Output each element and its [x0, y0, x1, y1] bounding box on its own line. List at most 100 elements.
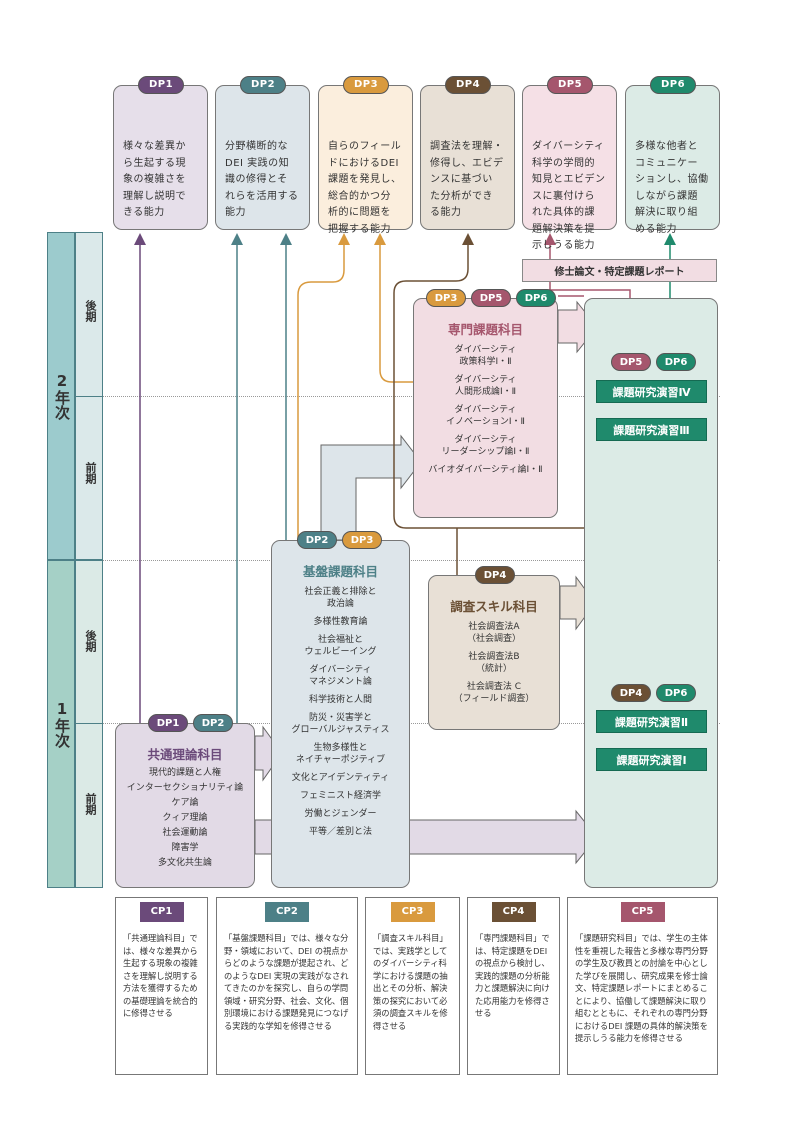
course-item: 生物多様性と ネイチャーポジティブ	[295, 743, 386, 765]
dp5-badge: DP5	[611, 353, 651, 371]
course-item: ダイバーシティ マネジメント論	[308, 665, 372, 687]
dp2-arrowhead	[280, 233, 292, 245]
dp2-description: 分野横断的な DEI 実践の知 識の修得とそ れらを活用する 能力	[225, 141, 299, 218]
cp1-box: CP1 「共通理論科目」では、様々な差異から生起する現象の複雑さを理解し説明する…	[115, 897, 208, 1075]
dp2-badge: DP2	[193, 714, 233, 732]
dp4-badge: DP4	[475, 566, 515, 584]
survey-title: 調査スキル科目	[450, 599, 538, 614]
year-gridline	[103, 560, 720, 561]
course-item: 現代的課題と人権	[148, 768, 221, 778]
semester-early-y2: 前期	[84, 462, 97, 484]
dp4-description: 調査法を理解・ 修得し、エビデ ンスに基づい た分析ができ る能力	[430, 141, 504, 218]
cp5-badge: CP5	[620, 902, 665, 922]
dp3-box: DP3 自らのフィール ドにおけるDEI 課題を発見し、 総合的かつ分 析的に問…	[318, 76, 413, 235]
semester-divider	[75, 723, 103, 724]
dp3-badge: DP3	[426, 289, 466, 307]
cp3-description: 「調査スキル科目」では、実践学としてのダイバーシティ科学における課題の抽出とその…	[373, 933, 448, 1031]
dp3-arrowhead	[374, 233, 386, 245]
course-item: バイオダイバーシティ論Ⅰ・Ⅱ	[428, 465, 543, 475]
cp5-description: 「課題研究科目」では、学生の主体性を重視した報告と多様な専門分野の学生及び教員と…	[575, 933, 708, 1043]
dp4-badge: DP4	[611, 684, 651, 702]
thesis-report-label: 修士論文・特定課題レポート	[522, 259, 717, 282]
dp3-badge: DP3	[342, 531, 382, 549]
semester-divider	[75, 396, 103, 397]
year-1-column	[47, 560, 75, 888]
dp6-badge: DP6	[650, 76, 696, 94]
course-item: 多様性教育論	[313, 617, 368, 627]
dp3-connector	[297, 240, 345, 540]
course-item: 文化とアイデンティティ	[291, 773, 390, 783]
dp2-arrowhead	[231, 233, 243, 245]
course-item: 防災・災害学と グローバルジャスティス	[291, 713, 390, 735]
cp5-box: CP5 「課題研究科目」では、学生の主体性を重視した報告と多様な専門分野の学生及…	[567, 897, 718, 1075]
dp5-arrowhead	[544, 233, 556, 245]
course-item: 障害学	[171, 843, 199, 853]
dp2-badge: DP2	[240, 76, 286, 94]
cp3-badge: CP3	[390, 902, 435, 922]
course-item: 社会正義と排除と 政治論	[304, 587, 377, 609]
dp5-description: ダイバーシティ 科学の学問的 知見とエビデン スに裏付けら れた具体的課 題解決…	[532, 141, 606, 251]
dp5-badge: DP5	[547, 76, 593, 94]
dp5-box: DP5 ダイバーシティ 科学の学問的 知見とエビデン スに裏付けら れた具体的課…	[522, 76, 617, 251]
cp4-badge: CP4	[491, 902, 536, 922]
dp1-badge: DP1	[148, 714, 188, 732]
arrow-basic-to-specialty	[320, 434, 422, 541]
cp2-description: 「基盤課題科目」では、様々な分野・領域において、DEI の視点からどのような課題…	[224, 933, 349, 1031]
course-item: フェミニスト経済学	[299, 791, 381, 801]
dp2-box: DP2 分野横断的な DEI 実践の知 識の修得とそ れらを活用する 能力	[215, 76, 310, 230]
year-2-label: 2年次	[53, 372, 71, 420]
seminar-label: 課題研究演習Ⅱ	[596, 710, 707, 733]
basic-courses-box: DP2 DP3 基盤課題科目社会正義と排除と 政治論多様性教育論社会福祉と ウェルビ…	[271, 531, 410, 888]
seminar-label: 課題研究演習Ⅲ	[596, 418, 707, 441]
dp3-description: 自らのフィール ドにおけるDEI 課題を発見し、 総合的かつ分 析的に問題を 把…	[328, 141, 402, 235]
course-item: ダイバーシティ イノベーションⅠ・Ⅱ	[446, 405, 525, 427]
specialty-title: 専門課題科目	[447, 322, 523, 337]
course-item: ケア論	[171, 798, 199, 808]
course-item: ダイバーシティ リーダーシップ論Ⅰ・Ⅱ	[441, 435, 530, 457]
semester-column-y1	[75, 560, 103, 888]
cp4-description: 「専門課題科目」では、特定課題をDEIの視点から検討し、実践的課題の分析能力と課…	[475, 933, 550, 1018]
course-item: インターセクショナリティ論	[126, 783, 244, 793]
common-theory-courses-box: DP1 DP2 共通理論科目現代的課題と人権インターセクショナリティ論ケア論クィア理…	[115, 714, 255, 888]
seminar-label: 課題研究演習Ⅳ	[596, 380, 707, 403]
year-2-column	[47, 232, 75, 560]
course-item: 科学技術と人間	[308, 695, 372, 705]
course-item: 社会調査法A （社会調査）	[466, 622, 521, 644]
dp5-badge: DP5	[471, 289, 511, 307]
course-item: 社会福祉と ウェルビーイング	[304, 635, 377, 657]
semester-gridline	[103, 396, 720, 397]
semester-late-y2: 後期	[84, 300, 97, 322]
dp3-badge: DP3	[343, 76, 389, 94]
dp3-arrowhead	[338, 233, 350, 245]
dp3-connector	[379, 240, 413, 383]
course-item: 社会調査法B （統計）	[468, 652, 520, 674]
dp2-badge: DP2	[297, 531, 337, 549]
cp2-box: CP2 「基盤課題科目」では、様々な分野・領域において、DEI の視点からどのよ…	[216, 897, 358, 1075]
course-item: クィア理論	[162, 813, 208, 823]
cp4-box: CP4 「専門課題科目」では、特定課題をDEIの視点から検討し、実践的課題の分析…	[467, 897, 560, 1075]
course-item: 多文化共生論	[157, 858, 212, 868]
common-title: 共通理論科目	[147, 747, 223, 762]
dp1-box: DP1 様々な差異か ら生起する現 象の複雑さを 理解し説明で きる能力	[113, 76, 208, 230]
dp6-box: DP6 多様な他者と コミュニケー ションし、協働 しながら課題 解決に取り組 …	[625, 76, 720, 235]
cp2-badge: CP2	[265, 902, 309, 922]
dp1-arrowhead	[134, 233, 146, 245]
dp4-connector	[393, 240, 584, 529]
cp1-description: 「共通理論科目」では、様々な差異から生起する現象の複雑さを理解し説明する方法を獲…	[123, 933, 198, 1018]
dp4-box: DP4 調査法を理解・ 修得し、エビデ ンスに基づい た分析ができ る能力	[420, 76, 515, 230]
course-item: 労働とジェンダー	[304, 809, 377, 819]
semester-early-y1: 前期	[84, 793, 97, 815]
dp6-badge: DP6	[656, 353, 696, 371]
semester-gridline	[103, 723, 720, 724]
course-item: 社会運動論	[162, 828, 208, 838]
course-item: 平等／差別と法	[308, 827, 372, 837]
dp6-badge: DP6	[516, 289, 556, 307]
course-item: ダイバーシティ 人間形成論Ⅰ・Ⅱ	[454, 375, 517, 397]
cp3-box: CP3 「調査スキル科目」では、実践学としてのダイバーシティ科学における課題の抽…	[365, 897, 460, 1075]
dp1-badge: DP1	[138, 76, 184, 94]
dp4-arrowhead	[462, 233, 474, 245]
dp6-badge: DP6	[656, 684, 696, 702]
basic-title: 基盤課題科目	[302, 564, 378, 579]
